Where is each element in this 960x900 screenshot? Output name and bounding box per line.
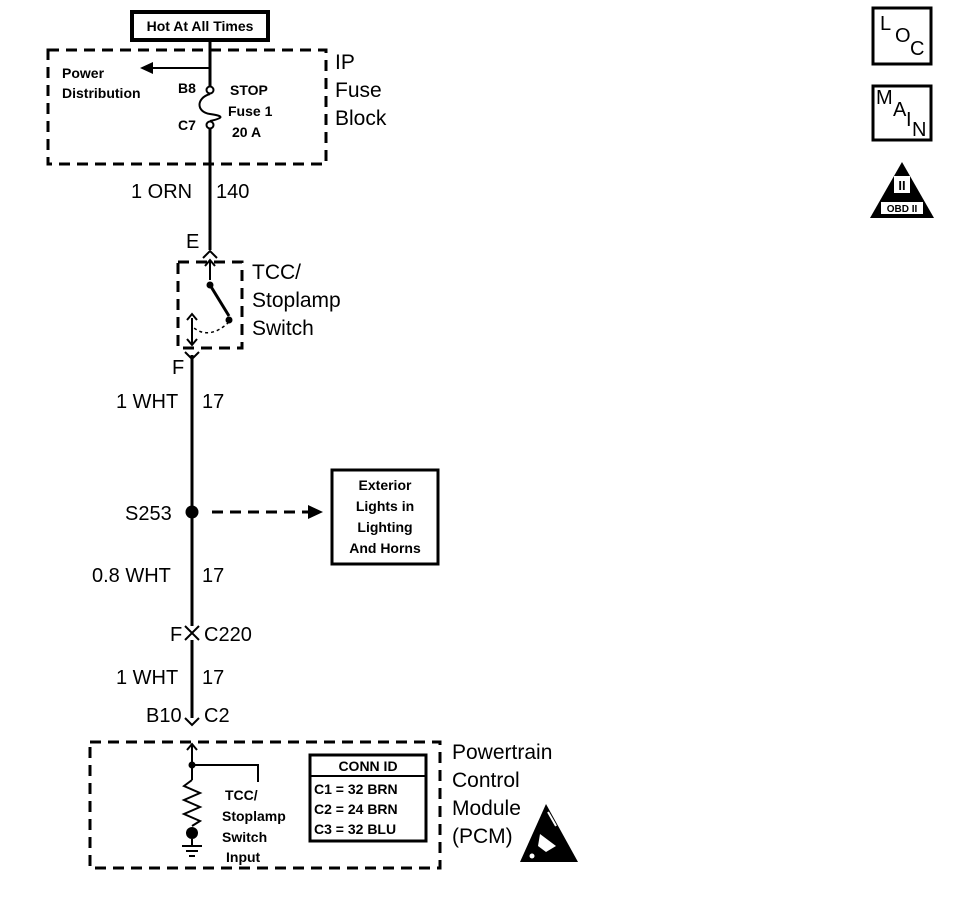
switch-blade-icon [208,284,231,317]
svg-text:A: A [893,99,907,121]
hot-at-all-times-label: Hot At All Times [130,10,270,42]
switch-contact [225,316,233,324]
exterior-box-line-3: Lighting [357,519,412,535]
ground-node [186,827,198,839]
fuse-label-1: STOP [230,82,268,98]
splice-s253-dot [185,505,199,519]
switch-outline [176,260,244,350]
wire-1-gauge-color: 1 ORN [131,181,192,203]
switch-name-1: TCC/ [252,261,301,284]
fuse-block-name-1: IP [335,51,355,74]
exterior-lights-box: Exterior Lights in Lighting And Horns [330,468,440,566]
fuse-label-3: 20 A [232,124,261,140]
fuse-pin-top: B8 [178,80,196,96]
pcm-connector-id: C2 [204,705,230,727]
pcm-name-4: (PCM) [452,825,513,848]
fuse-terminal-top [205,85,215,95]
svg-text:N: N [912,119,926,141]
wire-3-gauge-color: 0.8 WHT [92,565,171,587]
svg-text:C: C [910,38,924,60]
fuse-icon [198,93,222,122]
c220-upper-chevron-icon [184,631,200,641]
pcm-name-2: Control [452,769,520,792]
pcm-name-1: Powertrain [452,741,552,764]
connector-e-chevron-icon [202,249,218,259]
fuse-block-name-2: Fuse [335,79,382,102]
wire-4-circuit: 17 [202,667,224,689]
loc-icon[interactable]: L O C [871,6,933,66]
c220-pin: F [170,624,182,646]
switch-name-3: Switch [252,317,314,340]
esd-warning-icon [520,804,578,862]
wire-2-circuit: 17 [202,391,224,413]
svg-text:O: O [895,25,911,47]
tcc-stoplamp-switch: E TCC/ Stoplamp Switch [176,231,341,350]
pcm-connector-pin: B10 [146,705,182,727]
wire-4-gauge-color: 1 WHT [116,667,178,689]
pcm-input-label-2: Stoplamp [222,808,286,824]
power-distribution-label-1: Power [62,65,105,81]
switch-name-2: Stoplamp [252,289,341,312]
wire-3-circuit: 17 [202,565,224,587]
switch-linkage [193,321,230,334]
exterior-box-line-4: And Horns [349,540,421,556]
main-icon[interactable]: M A I N [871,84,933,142]
c220-id: C220 [204,624,252,646]
conn-id-c2: C2 = 24 BRN [314,801,398,817]
power-distribution-arrow-icon [140,62,153,74]
conn-id-title: CONN ID [338,758,397,774]
pcm-outline [88,740,442,870]
power-distribution-label-2: Distribution [62,85,141,101]
exterior-box-line-1: Exterior [359,477,412,493]
switch-pin-out: F [172,357,184,379]
svg-text:I: I [906,109,912,131]
fuse-pin-bottom: C7 [178,117,196,133]
svg-text:L: L [880,13,891,35]
fuse-label-2: Fuse 1 [228,103,273,119]
exterior-box-line-2: Lights in [356,498,414,514]
pcm-input-label-4: Input [226,849,261,865]
pull-down-resistor-icon [181,779,203,827]
pcm-connector-chevron-icon [184,717,200,727]
hot-label-text: Hot At All Times [147,18,254,34]
conn-id-c3: C3 = 32 BLU [314,821,396,837]
svg-text:M: M [876,87,893,109]
wire-2-gauge-color: 1 WHT [116,391,178,413]
conn-id-table: CONN ID C1 = 32 BRN C2 = 24 BRN C3 = 32 … [308,753,428,843]
obd-ii-icon[interactable]: II OBD II [870,162,934,218]
fuse-block-name-3: Block [335,107,387,130]
fuse-block-outline [46,48,328,166]
pcm-input-label-3: Switch [222,829,267,845]
switch-bottom-down-arrow-icon [186,338,198,347]
splice-branch-arrow-icon [308,505,323,519]
pcm-input-label-1: TCC/ [225,787,258,803]
connector-c220: F C220 [170,624,252,646]
powertrain-control-module: Powertrain Control Module (PCM) TCC/ Sto… [88,740,578,870]
splice-id: S253 [125,503,172,525]
switch-pin-in: E [186,231,199,253]
svg-text:OBD II: OBD II [887,204,918,215]
conn-id-c1: C1 = 32 BRN [314,781,398,797]
pcm-sense-line [192,764,259,782]
ip-fuse-block: IP Fuse Block Power Distribution B8 C7 S… [46,48,387,166]
wire-1-circuit: 140 [216,181,249,203]
fuse-terminal-bottom [205,120,215,130]
svg-text:II: II [898,178,905,193]
pcm-name-3: Module [452,797,521,820]
switch-bottom-up-arrow-icon [186,312,198,321]
